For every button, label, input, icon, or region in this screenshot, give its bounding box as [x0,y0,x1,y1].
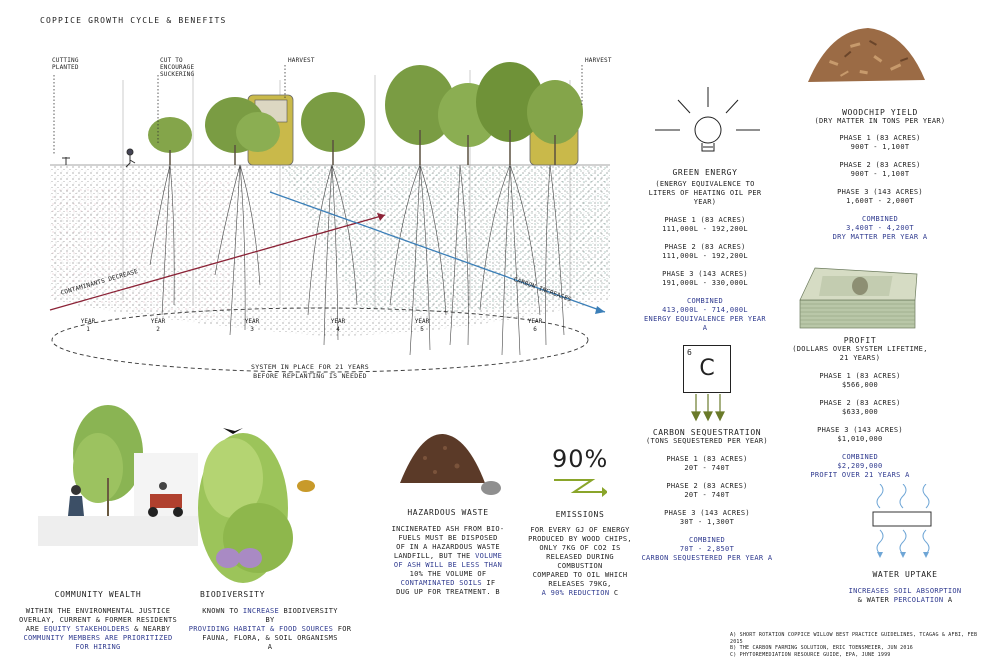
pf-combined-label: Combined [841,453,879,461]
pf-phase-3-name: Phase 3 (143 acres) [817,426,903,434]
cs-phase-1-name: Phase 1 (83 acres) [666,455,748,463]
water-line-2: & water [857,596,890,604]
soil-pile-image [400,433,501,495]
cs-combined-label: Combined [688,536,726,544]
green-energy-subtitle: (energy equivalence to liters of heating… [648,180,762,206]
tag-cutting-planted: Cutting Planted [52,57,79,71]
pf-combined-note: profit over 21 years a [810,471,910,479]
hazardous-panel: Hazardous Waste Incinerated ash from bio… [388,508,508,597]
green-energy-panel: Green Energy (energy equivalence to lite… [640,168,770,333]
footnote-c: c) phytoremediation resource guide, EPA,… [730,651,891,658]
money-stack-image [799,267,918,329]
bee-icon [297,480,315,492]
cs-phase-3-value: 30t - 1,300t [679,518,735,526]
pf-phase-1-name: Phase 1 (83 acres) [819,372,901,380]
ge-phase-3-value: 191,000L - 330,000L [662,279,748,287]
community-panel: Community Wealth Within the environmenta… [18,590,177,651]
wc-phase-2-name: Phase 2 (83 acres) [839,161,921,169]
bird-icon [223,428,243,434]
wc-combined-note: dry matter per year a [832,233,928,241]
cs-phase-2-name: Phase 2 (83 acres) [666,482,748,490]
cs-combined-value: 70t - 2,850t [679,545,735,553]
emissions-zigzag-icon [554,479,607,497]
emissions-panel: Emissions For every GJ of energy produce… [520,510,640,598]
water-panel: Water Uptake increases soil absorption &… [835,570,975,605]
wc-phase-3-value: 1,600t - 2,000t [846,197,914,205]
carbon-element-symbol: C [699,356,715,381]
system-note: System in place for 21 years before repl… [251,363,369,380]
ge-combined-value: 413,000L - 714,000L [662,306,748,314]
ge-phase-2-name: Phase 2 (83 acres) [664,243,746,251]
tag-cut-to-encourage: Cut to Encourage Suckering [160,57,195,78]
carbon-element-box: 6 C [683,345,731,393]
water-percolation: percolation [893,596,944,604]
wc-phase-1-value: 900t - 1,100t [850,143,910,151]
biodiversity-panel: Biodiversity Known to increase biodivers… [188,590,352,651]
community-wealth-image [38,405,198,546]
ge-phase-1-name: Phase 1 (83 acres) [664,216,746,224]
ge-combined-note: energy equivalence per year a [644,315,766,332]
hazardous-title: Hazardous Waste [407,508,489,517]
woodchip-pile-image [808,28,925,82]
carbon-element-number: 6 [687,348,692,357]
wc-phase-3-name: Phase 3 (143 acres) [837,188,923,196]
emissions-title: Emissions [555,510,605,519]
year-label-3: Year3 [244,318,260,333]
carbon-panel: Carbon Sequestration (tons sequestered p… [637,428,777,563]
ge-phase-3-name: Phase 3 (143 acres) [662,270,748,278]
ge-phase-2-value: 111,000L - 192,200L [662,252,748,260]
carbon-subtitle: (tons sequestered per year) [646,437,768,445]
emissions-percent: 90% [552,445,609,473]
growth-cycle-illustration [49,62,610,373]
water-line-1: increases soil absorption [848,587,962,595]
page-title: Coppice Growth Cycle & Benefits [40,16,227,25]
ge-phase-1-value: 111,000L - 192,200L [662,225,748,233]
pf-phase-1-value: $566,000 [841,381,879,389]
woodchip-subtitle: (dry matter in tons per year) [814,117,946,125]
cs-phase-2-value: 20t - 740t [684,491,730,499]
lightbulb-icon [655,87,760,152]
year-label-2: Year2 [150,318,166,333]
year-label-5: Year5 [414,318,430,333]
pf-phase-3-value: $1,010,000 [837,435,883,443]
green-energy-title: Green Energy [672,168,738,177]
profit-title: Profit [843,336,877,345]
cs-combined-note: carbon sequestered per year a [641,554,773,562]
wc-combined-label: Combined [861,215,899,223]
cs-phase-1-value: 20t - 740t [684,464,730,472]
butterfly-icon [216,548,262,568]
biodiversity-image [198,428,315,583]
community-title: Community Wealth [54,590,142,599]
carbon-title: Carbon Sequestration [652,428,762,437]
pf-phase-2-name: Phase 2 (83 acres) [819,399,901,407]
footnote-a: a) short rotation coppice willow best pr… [730,632,978,645]
tag-harvest-2: Harvest [585,57,612,64]
ge-combined-label: Combined [686,297,724,305]
wc-phase-1-name: Phase 1 (83 acres) [839,134,921,142]
woodchip-panel: Woodchip Yield (dry matter in tons per y… [810,108,950,242]
year-label-1: Year1 [80,318,96,333]
woodchip-title: Woodchip Yield [842,108,918,117]
pf-combined-value: $2,209,000 [837,462,883,470]
year-label-6: Year6 [527,318,543,333]
profit-panel: Profit (dollars over system lifetime, 21… [790,336,930,480]
footnotes: a) short rotation coppice willow best pr… [730,632,990,658]
wc-combined-value: 3,400t - 4,200t [846,224,914,232]
tag-harvest-1: Harvest [288,57,315,64]
year-label-4: Year4 [330,318,346,333]
profit-subtitle: (dollars over system lifetime, 21 years) [792,345,928,362]
cs-phase-3-name: Phase 3 (143 acres) [664,509,750,517]
footnote-b: b) the carbon farming solution, Eric Toe… [730,645,913,651]
wc-phase-2-value: 900t - 1,100t [850,170,910,178]
biodiversity-title: Biodiversity [200,590,265,599]
carbon-arrows-icon [691,394,725,422]
pf-phase-2-value: $633,000 [841,408,879,416]
water-uptake-icon [872,484,932,558]
water-title: Water Uptake [872,570,938,579]
